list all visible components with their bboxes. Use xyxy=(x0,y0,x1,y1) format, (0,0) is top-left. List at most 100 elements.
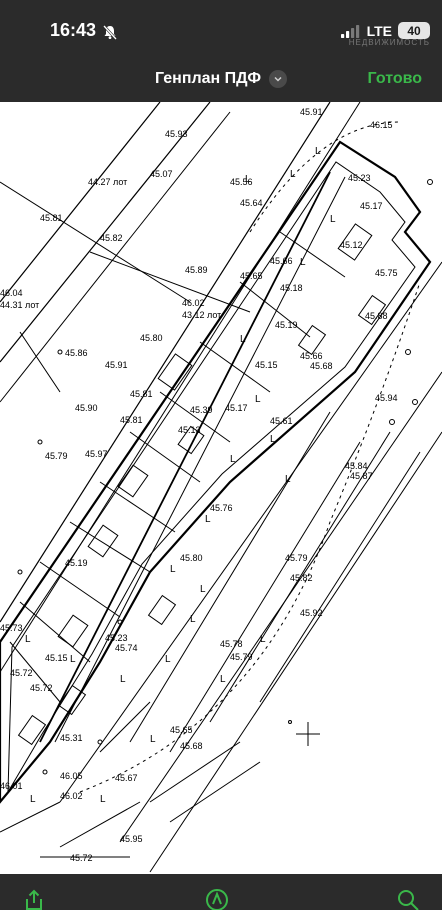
elevation-label: 45.74 xyxy=(115,643,138,653)
elevation-label: 45.82 xyxy=(100,233,123,243)
elevation-label: 46.02 xyxy=(182,298,205,308)
elevation-label: 45.13 xyxy=(178,425,201,435)
status-bar: 16:43 LTE 40 НЕДВИЖИМОСТЬ xyxy=(0,0,442,62)
watermark-text: НЕДВИЖИМОСТЬ xyxy=(348,38,430,47)
elevation-label: 45.81 xyxy=(130,389,153,399)
elevation-label: 45.19 xyxy=(275,320,298,330)
elevation-label: 45.64 xyxy=(240,198,263,208)
bell-slash-icon xyxy=(103,25,117,40)
lighting-marker: L xyxy=(230,454,236,465)
elevation-label: 46.01 xyxy=(0,781,23,791)
done-button[interactable]: Готово xyxy=(367,70,422,87)
search-icon xyxy=(398,890,419,910)
lighting-marker: L xyxy=(240,334,246,345)
document-view[interactable]: 45.91 46.15 45.93 45.56 45.07 44.27 лот 45.82 4… xyxy=(0,102,442,874)
elevation-label: 45.91 xyxy=(105,360,128,370)
elevation-label: 45.23 xyxy=(348,173,371,183)
lighting-marker: L xyxy=(300,257,306,268)
elevation-label: 45.88 xyxy=(365,311,388,321)
elevation-label: 45.12 xyxy=(340,240,363,250)
lighting-marker: L xyxy=(170,564,176,575)
elevation-label: 45.76 xyxy=(210,503,233,513)
elevation-label: 45.68 xyxy=(180,741,203,751)
elevation-label: 44.31 лот xyxy=(0,300,39,310)
lighting-marker: L xyxy=(330,214,336,225)
elevation-label: 46.15 xyxy=(370,120,393,130)
elevation-label: 45.89 xyxy=(185,265,208,275)
elevation-label: 45.67 xyxy=(115,773,138,783)
elevation-label: 45.68 xyxy=(310,361,333,371)
elevation-label: 45.66 xyxy=(300,351,323,361)
lighting-marker: L xyxy=(30,794,36,805)
lighting-marker: L xyxy=(260,634,266,645)
share-button[interactable] xyxy=(22,888,46,910)
nav-bar: Генплан ПДФ Готово xyxy=(0,62,442,102)
elevation-label: 45.66 xyxy=(270,256,293,266)
elevation-label: 45.79 xyxy=(285,553,308,563)
elevation-label: 45.18 xyxy=(280,283,303,293)
elevation-label: 46.05 xyxy=(60,771,83,781)
elevation-label: 45.65 xyxy=(240,271,263,281)
elevation-label: 45.97 xyxy=(85,449,108,459)
elevation-label: 45.95 xyxy=(120,834,143,844)
lighting-marker: L xyxy=(70,654,76,665)
bottom-toolbar xyxy=(0,874,442,910)
elevation-label: 44.27 лот xyxy=(88,177,127,187)
elevation-label: 45.94 xyxy=(375,393,398,403)
lighting-marker: L xyxy=(25,634,31,645)
elevation-label: 45.31 xyxy=(60,733,83,743)
lighting-marker: L xyxy=(255,394,261,405)
lighting-marker: L xyxy=(270,434,276,445)
elevation-label: 45.80 xyxy=(140,333,163,343)
network-type: LTE xyxy=(366,22,392,39)
elevation-label: 45.72 xyxy=(30,683,53,693)
elevation-label: 45.15 xyxy=(45,653,68,663)
lighting-marker: L xyxy=(245,174,251,185)
chevron-down-icon xyxy=(269,70,287,88)
lighting-marker: L xyxy=(205,514,211,525)
elevation-label: 45.07 xyxy=(150,169,173,179)
lighting-marker: L xyxy=(165,654,171,665)
signal-icon xyxy=(340,24,359,38)
status-time: 16:43 xyxy=(50,20,97,40)
site-plan-drawing: 45.91 46.15 45.93 45.56 45.07 44.27 лот 45.82 4… xyxy=(0,102,442,873)
document-title-menu[interactable]: Генплан ПДФ xyxy=(155,70,287,88)
markup-button[interactable] xyxy=(205,888,229,910)
elevation-label: 46.02 xyxy=(60,791,83,801)
lighting-marker: L xyxy=(100,794,106,805)
elevation-label: 45.78 xyxy=(220,639,243,649)
markup-icon xyxy=(206,889,228,910)
elevation-label: 45.73 xyxy=(0,623,23,633)
share-icon xyxy=(26,889,42,910)
elevation-label: 45.87 xyxy=(350,471,373,481)
lighting-marker: L xyxy=(190,614,196,625)
elevation-label: 45.79 xyxy=(230,652,253,662)
elevation-label: 45.65 xyxy=(170,725,193,735)
elevation-label: 45.90 xyxy=(75,403,98,413)
search-button[interactable] xyxy=(396,888,420,910)
elevation-label: 45.23 xyxy=(105,633,128,643)
lighting-marker: L xyxy=(285,474,291,485)
elevation-label: 45.86 xyxy=(65,348,88,358)
elevation-label: 45.17 xyxy=(360,201,383,211)
elevation-label: 45.80 xyxy=(180,553,203,563)
elevation-label: 45.92 xyxy=(300,608,323,618)
battery-indicator: 40 xyxy=(398,22,430,39)
document-title: Генплан ПДФ xyxy=(155,70,261,87)
elevation-label: 45.17 xyxy=(225,403,248,413)
elevation-label: 45.75 xyxy=(375,268,398,278)
elevation-label: 45.93 xyxy=(165,129,188,139)
elevation-label: 46.04 xyxy=(0,288,23,298)
elevation-label: 45.81 xyxy=(40,213,63,223)
elevation-label: 45.81 xyxy=(120,415,143,425)
elevation-label: 45.19 xyxy=(65,558,88,568)
elevation-label: 45.91 xyxy=(300,107,323,117)
elevation-label: 45.56 xyxy=(230,177,253,187)
elevation-label: 45.84 xyxy=(345,461,368,471)
elevation-label: 43.12 лот xyxy=(182,310,221,320)
elevation-label: 45.72 xyxy=(70,853,93,863)
lighting-marker: L xyxy=(220,674,226,685)
lighting-marker: L xyxy=(290,169,296,180)
elevation-label: 45.79 xyxy=(45,451,68,461)
elevation-label: 45.72 xyxy=(10,668,33,678)
